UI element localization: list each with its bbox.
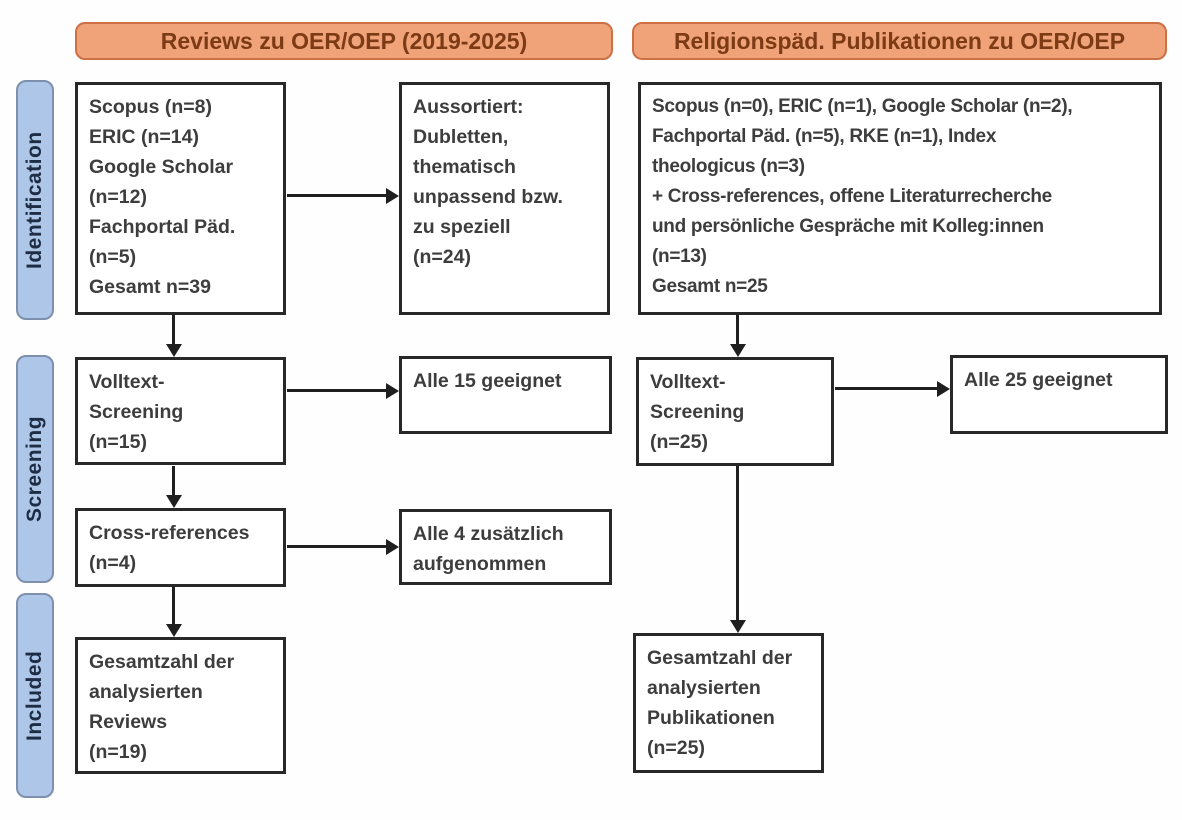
- text-line: und persönliche Gespräche mit Kolleg:inn…: [652, 216, 1044, 237]
- text-line: Fachportal Päd. (n=5), RKE (n=1), Index: [652, 126, 997, 147]
- arrow-fulltext-to-included-right: [729, 466, 746, 633]
- text-line: Volltext-: [89, 371, 165, 393]
- arrow-sources-to-fulltext: [165, 315, 182, 357]
- text-line: (n=13): [652, 246, 707, 267]
- text-line: ERIC (n=14): [89, 126, 199, 148]
- text-line: Gesamt n=25: [652, 276, 768, 297]
- text-line: Gesamtzahl der: [89, 651, 235, 673]
- stage-label-screening: Screening: [16, 355, 54, 583]
- text-line: Fachportal Päd.: [89, 216, 236, 238]
- box-relpaed-fulltext-result: Alle 25 geeignet: [950, 355, 1168, 434]
- box-relpaed-fulltext-screening: Volltext- Screening (n=25): [636, 357, 834, 466]
- text-line: Cross-references: [89, 522, 250, 544]
- column-header-reviews: Reviews zu OER/OEP (2019-2025): [75, 22, 613, 60]
- text-line: (n=19): [89, 741, 147, 763]
- box-reviews-crossref-result: Alle 4 zusätzlich aufgenommen: [399, 509, 612, 585]
- text-line: Gesamt n=39: [89, 276, 211, 298]
- text-line: analysierten: [647, 677, 761, 699]
- box-relpaed-sources: Scopus (n=0), ERIC (n=1), Google Scholar…: [638, 82, 1162, 315]
- text-line: thematisch: [413, 156, 516, 178]
- arrow-fulltext-to-crossref: [165, 466, 182, 508]
- text-line: Google Scholar: [89, 156, 234, 178]
- text-line: (n=4): [89, 552, 137, 574]
- text-line: Reviews: [89, 711, 168, 733]
- text-line: (n=12): [89, 186, 147, 208]
- text-line: aufgenommen: [413, 553, 547, 575]
- text-line: theologicus (n=3): [652, 156, 805, 177]
- text-line: unpassend bzw.: [413, 186, 563, 208]
- arrow-sources-to-fulltext-right: [729, 315, 746, 357]
- text-line: (n=25): [647, 737, 705, 759]
- text-line: Scopus (n=0), ERIC (n=1), Google Scholar…: [652, 96, 1073, 117]
- box-reviews-crossreferences: Cross-references (n=4): [75, 508, 286, 587]
- text-line: Volltext-: [650, 371, 726, 393]
- text-line: analysierten: [89, 681, 203, 703]
- arrow-sources-to-excluded: [287, 187, 399, 204]
- arrow-fulltext-to-result-left: [287, 382, 399, 399]
- text-line: Screening: [650, 401, 745, 423]
- text-line: zu speziell: [413, 216, 511, 238]
- box-reviews-fulltext-result: Alle 15 geeignet: [399, 356, 612, 434]
- text-line: Alle 4 zusätzlich: [413, 523, 564, 545]
- column-header-religionspaed: Religionspäd. Publikationen zu OER/OEP: [632, 22, 1167, 60]
- text-line: Dubletten,: [413, 126, 509, 148]
- stage-label-included: Included: [16, 593, 54, 798]
- box-reviews-fulltext-screening: Volltext- Screening (n=15): [75, 357, 286, 465]
- text-line: Alle 25 geeignet: [964, 369, 1113, 391]
- text-line: Alle 15 geeignet: [413, 370, 562, 392]
- text-line: Screening: [89, 401, 184, 423]
- box-reviews-excluded: Aussortiert: Dubletten, thematisch unpassen…: [399, 82, 610, 315]
- text-line: (n=5): [89, 246, 137, 268]
- text-line: + Cross-references, offene Literaturrech…: [652, 186, 1052, 207]
- box-reviews-sources: Scopus (n=8) ERIC (n=14) Google Scholar (n=…: [75, 82, 286, 315]
- text-line: (n=24): [413, 246, 471, 268]
- text-line: (n=15): [89, 431, 147, 453]
- arrow-crossref-to-result: [287, 538, 399, 555]
- text-line: Gesamtzahl der: [647, 647, 793, 669]
- text-line: Scopus (n=8): [89, 96, 212, 118]
- stage-label-identification: Identification: [16, 80, 54, 320]
- text-line: Aussortiert:: [413, 96, 524, 118]
- arrow-crossref-to-included: [165, 587, 182, 637]
- arrow-fulltext-to-result-right: [835, 380, 950, 397]
- text-line: Publikationen: [647, 707, 775, 729]
- text-line: (n=25): [650, 431, 708, 453]
